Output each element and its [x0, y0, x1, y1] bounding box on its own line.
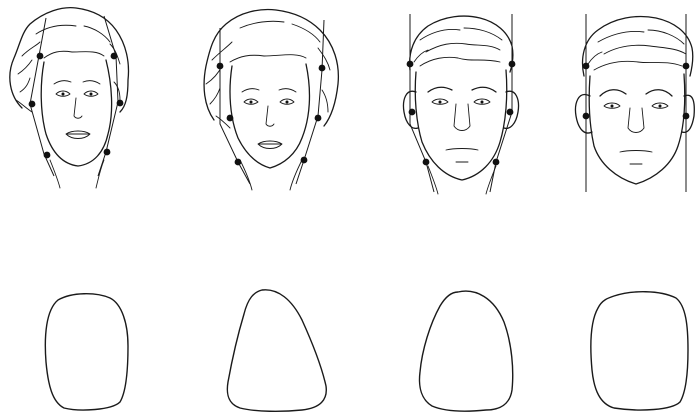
measure-dot — [409, 109, 416, 116]
left-pupil — [611, 105, 614, 108]
measure-dot — [315, 115, 322, 122]
right-guide-line — [490, 14, 512, 192]
left-pupil — [250, 101, 253, 104]
measure-dot — [111, 53, 118, 60]
hairline — [44, 51, 104, 58]
face-panel-2 — [204, 10, 338, 190]
face-contour — [41, 60, 111, 166]
right-eyebrow — [83, 81, 100, 84]
measure-dot — [117, 100, 124, 107]
mouth — [446, 149, 478, 151]
nose — [628, 108, 644, 133]
hair-texture — [414, 28, 502, 62]
measure-dot — [217, 63, 224, 70]
measure-dot — [683, 113, 690, 120]
tooth-outline-oval — [45, 294, 128, 410]
measure-dot — [683, 63, 690, 70]
hair-texture — [206, 21, 330, 128]
measure-dot — [37, 53, 44, 60]
hair-outline — [410, 16, 513, 72]
right-eyebrow — [646, 90, 672, 96]
measure-dot — [319, 65, 326, 72]
left-eyebrow — [428, 87, 452, 92]
neck-left — [240, 160, 252, 190]
hair-texture — [16, 25, 120, 112]
tooth-outline-tapering — [420, 291, 513, 411]
measure-dot — [423, 159, 430, 166]
hair-outline — [10, 8, 129, 112]
left-eyebrow — [600, 90, 626, 96]
measure-dot — [583, 63, 590, 70]
neck-right — [96, 160, 104, 188]
nose — [454, 104, 470, 131]
left-eyebrow — [242, 89, 259, 92]
face-panel-3 — [404, 14, 519, 194]
right-pupil — [286, 101, 289, 104]
measure-dot — [235, 159, 242, 166]
nose — [266, 106, 274, 126]
neck-left — [50, 160, 60, 188]
left-eyebrow — [54, 81, 71, 84]
measure-dot — [301, 157, 308, 164]
measure-dot — [29, 101, 36, 108]
mouth — [258, 141, 282, 149]
measure-dot — [583, 113, 590, 120]
measure-dot — [227, 115, 234, 122]
measure-dot — [493, 159, 500, 166]
face-contour — [230, 64, 309, 168]
left-guide-line — [30, 18, 54, 176]
right-eyebrow — [279, 89, 296, 92]
measure-dot — [104, 149, 111, 156]
mouth — [620, 151, 652, 153]
face-panel-4 — [576, 14, 695, 192]
right-pupil — [659, 105, 662, 108]
measure-dot — [44, 152, 51, 159]
measure-dot — [507, 109, 514, 116]
tooth-outline-triangular — [227, 290, 326, 412]
left-pupil — [439, 101, 442, 104]
measure-dot — [509, 61, 516, 68]
face-contour — [589, 74, 685, 184]
right-pupil — [481, 101, 484, 104]
nose — [74, 98, 82, 118]
face-panel-1 — [10, 8, 129, 188]
neck-right — [290, 160, 302, 190]
left-pupil — [62, 93, 65, 96]
hairline — [230, 55, 306, 62]
right-pupil — [90, 93, 93, 96]
hairline — [594, 61, 682, 70]
tooth-outline-square — [591, 292, 688, 410]
mouth — [66, 131, 90, 139]
hairline — [420, 57, 500, 66]
measure-dot — [407, 61, 414, 68]
left-guide-line — [410, 14, 434, 192]
hair-texture — [588, 30, 686, 64]
right-eyebrow — [472, 87, 496, 92]
